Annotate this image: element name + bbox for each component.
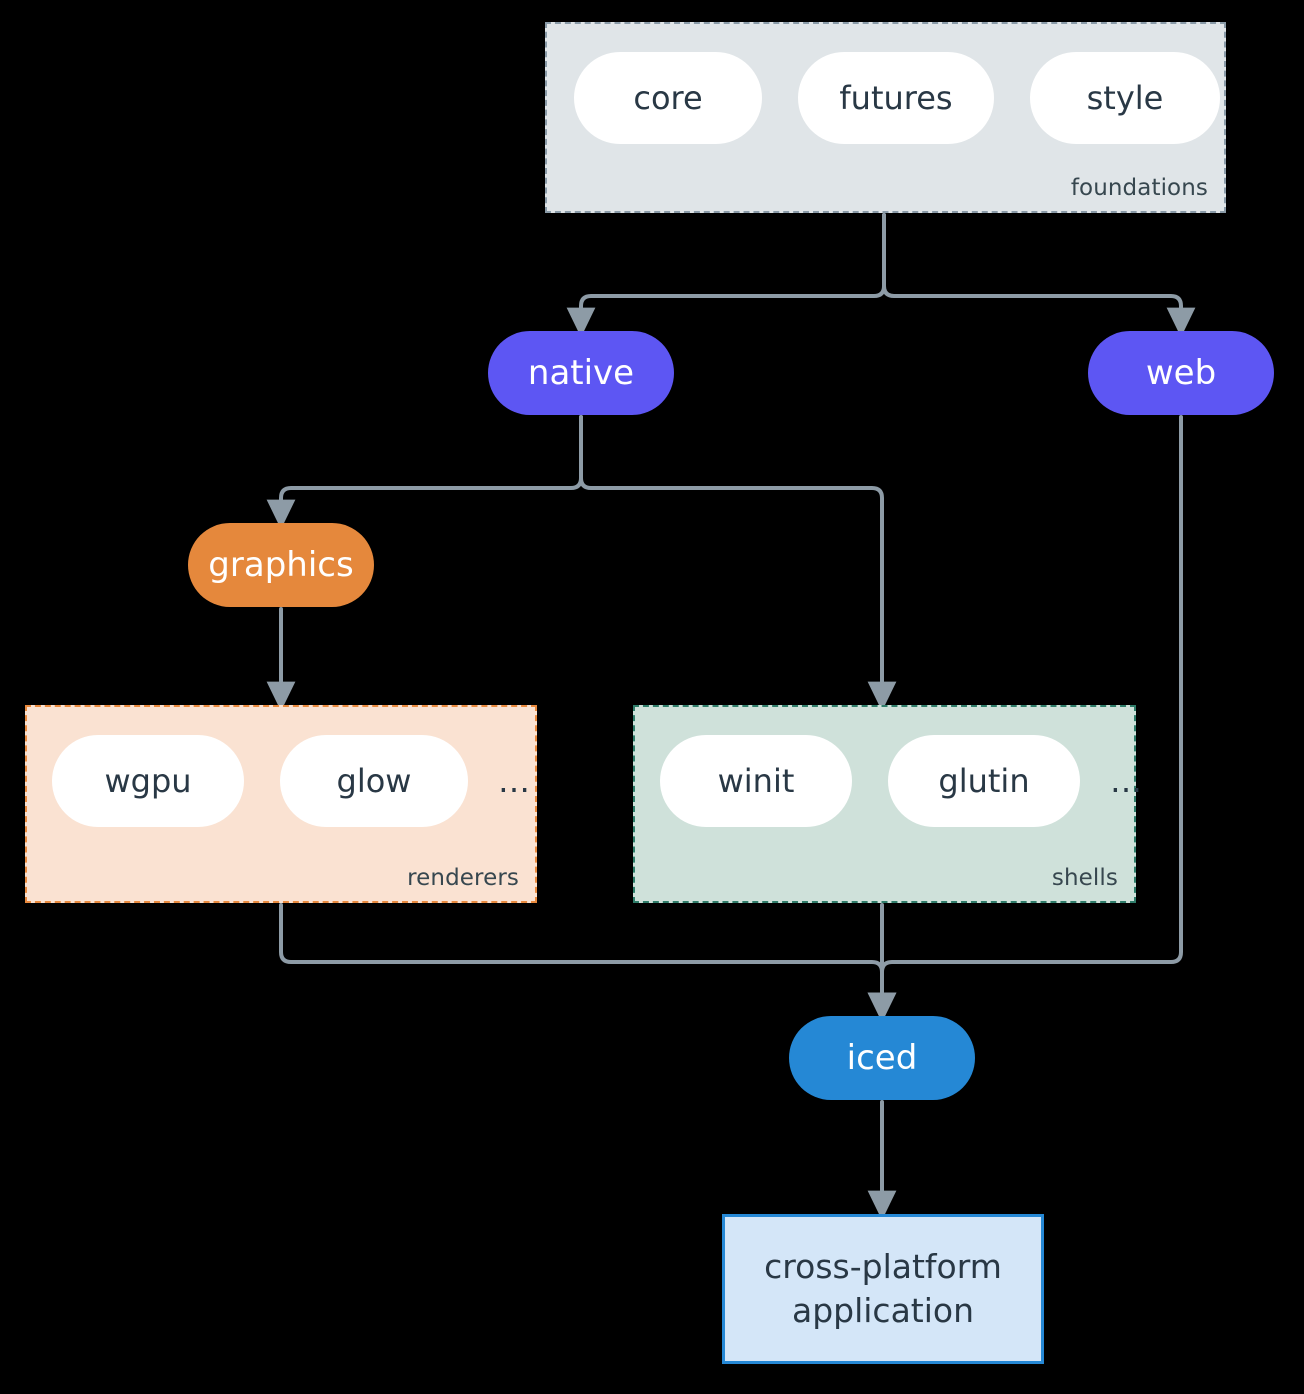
application-line-1: cross-platform (764, 1247, 1002, 1287)
edge-renderers-iced (279, 903, 897, 1023)
edge-native-graphics (266, 415, 583, 530)
chip-futures[interactable]: futures (798, 52, 994, 144)
group-foundations-chips: core futures style (574, 52, 1220, 144)
chip-glow[interactable]: glow (280, 735, 468, 827)
renderers-more-ellipsis: … (498, 762, 532, 800)
node-cross-platform-application[interactable]: cross-platform application (722, 1214, 1044, 1364)
edge-foundations-web (882, 213, 1196, 338)
group-foundations-label: foundations (1070, 175, 1208, 201)
group-renderers-chips: wgpu glow … (52, 735, 532, 827)
node-web[interactable]: web (1088, 331, 1274, 415)
shells-more-ellipsis: … (1110, 762, 1144, 800)
group-shells-label: shells (1051, 865, 1118, 891)
chip-style[interactable]: style (1030, 52, 1220, 144)
node-native[interactable]: native (488, 331, 674, 415)
edge-native-shells (579, 415, 897, 712)
chip-wgpu[interactable]: wgpu (52, 735, 244, 827)
application-line-2: application (791, 1291, 975, 1330)
group-renderers: wgpu glow … renderers (25, 705, 537, 903)
group-shells: winit glutin … shells (633, 705, 1142, 903)
chip-winit[interactable]: winit (660, 735, 852, 827)
chip-glutin[interactable]: glutin (888, 735, 1080, 827)
group-foundations: core futures style foundations (545, 22, 1226, 213)
node-graphics[interactable]: graphics (188, 523, 374, 607)
node-iced[interactable]: iced (789, 1016, 975, 1100)
chip-core[interactable]: core (574, 52, 762, 144)
group-renderers-label: renderers (407, 865, 519, 891)
group-shells-chips: winit glutin … (660, 735, 1144, 827)
edge-foundations-native (566, 213, 886, 338)
